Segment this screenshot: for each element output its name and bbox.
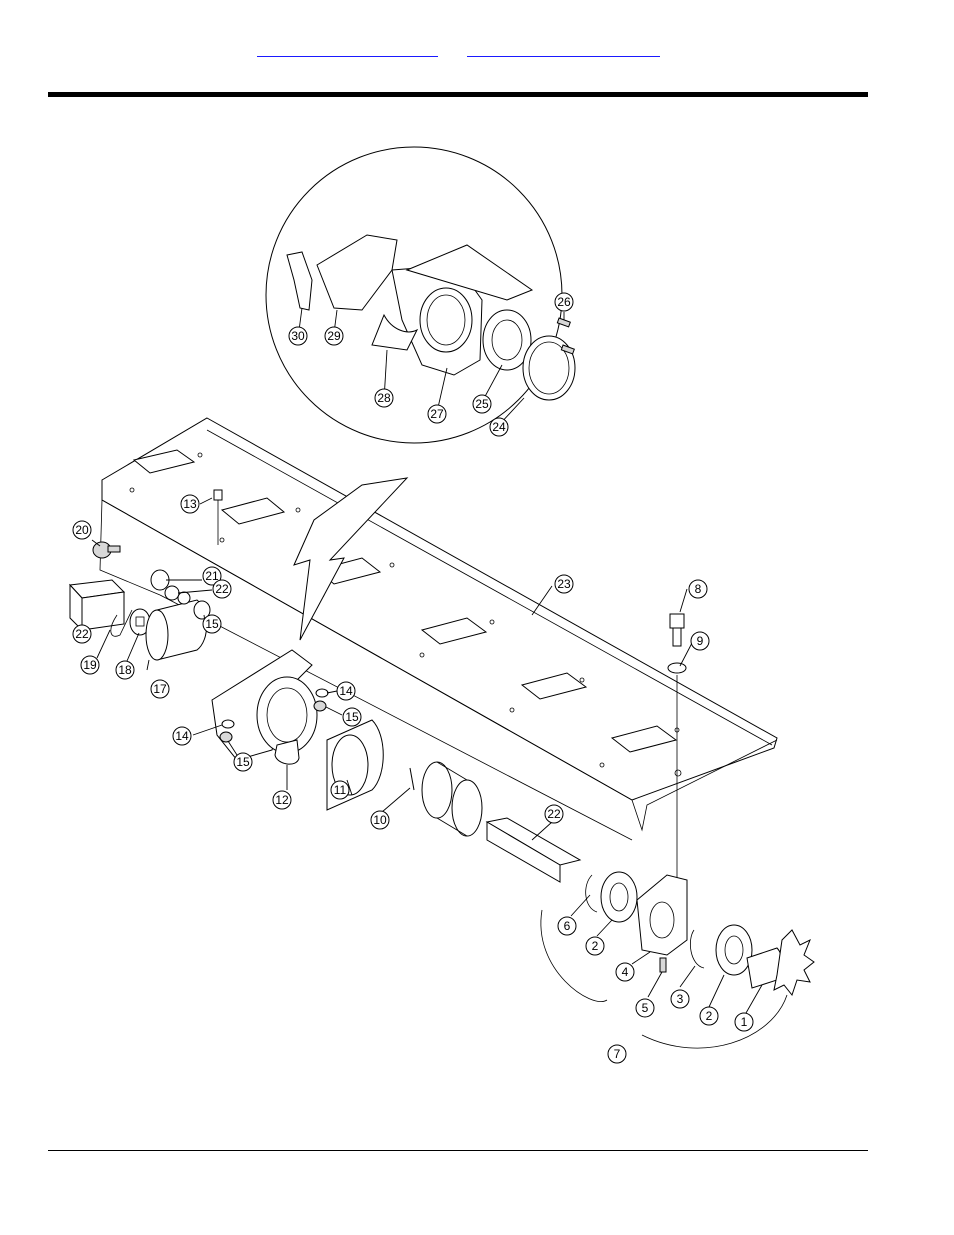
header-link-right[interactable] (467, 40, 660, 57)
svg-text:1: 1 (741, 1015, 748, 1029)
callout-6: 6 (557, 916, 577, 936)
svg-text:15: 15 (205, 617, 219, 631)
svg-text:22: 22 (547, 807, 561, 821)
svg-text:15: 15 (236, 755, 250, 769)
footer-rule (48, 1150, 868, 1151)
svg-text:21: 21 (205, 569, 219, 583)
svg-text:6: 6 (564, 919, 571, 933)
callout-9: 9 (690, 631, 710, 651)
svg-text:24: 24 (492, 420, 506, 434)
callout-16: 17 (150, 679, 170, 699)
callout-2-b: 2 (699, 1006, 719, 1026)
callout-17: 18 (115, 660, 135, 680)
detail-arrow (293, 477, 409, 641)
svg-text:12: 12 (275, 793, 289, 807)
callout-14-a: 14 (336, 681, 356, 701)
callout-27: 27 (427, 404, 447, 424)
callout-10: 10 (370, 810, 390, 830)
svg-text:5: 5 (642, 1001, 649, 1015)
svg-text:22: 22 (75, 627, 89, 641)
gearbox-parts (68, 489, 815, 1049)
callout-15-c: 15 (233, 752, 253, 772)
inset-parts (286, 234, 576, 401)
callout-30: 30 (288, 326, 308, 346)
callout-20: 21 (202, 566, 222, 586)
callout-15-b: 15 (342, 707, 362, 727)
svg-text:18: 18 (118, 663, 132, 677)
svg-text:2: 2 (592, 939, 599, 953)
svg-text:15: 15 (345, 710, 359, 724)
svg-text:20: 20 (75, 523, 89, 537)
header-rule (48, 92, 868, 97)
svg-text:14: 14 (175, 729, 189, 743)
callout-22-b: 22 (544, 804, 564, 824)
callout-4: 4 (615, 962, 635, 982)
callout-7: 7 (607, 1044, 627, 1064)
svg-text:10: 10 (373, 813, 387, 827)
callout-3: 3 (670, 989, 690, 1009)
callout-21: 22 (212, 579, 232, 599)
svg-text:28: 28 (377, 391, 391, 405)
svg-text:27: 27 (430, 407, 444, 421)
svg-text:9: 9 (697, 634, 704, 648)
svg-text:30: 30 (291, 329, 305, 343)
callout-13: 13 (180, 494, 200, 514)
callout-28: 28 (374, 388, 394, 408)
svg-text:19: 19 (83, 658, 97, 672)
svg-text:22: 22 (215, 582, 229, 596)
callout-14-b: 14 (172, 726, 192, 746)
callout-24: 24 (489, 417, 509, 437)
callout-18: 19 (80, 655, 100, 675)
trough-pan (99, 417, 778, 841)
svg-text:7: 7 (614, 1047, 621, 1061)
svg-text:17: 17 (153, 682, 167, 696)
callout-22-a: 22 (72, 624, 92, 644)
svg-text:26: 26 (557, 295, 571, 309)
callout-5: 5 (635, 998, 655, 1018)
callout-23: 23 (554, 574, 574, 594)
callout-26: 26 (554, 292, 574, 312)
callout-2-a: 2 (585, 936, 605, 956)
svg-text:11: 11 (334, 783, 347, 797)
svg-text:3: 3 (677, 992, 684, 1006)
callout-12: 12 (272, 790, 292, 810)
header-link-left[interactable] (257, 40, 438, 57)
callout-25: 25 (472, 394, 492, 414)
svg-text:4: 4 (622, 965, 629, 979)
callout-1: 1 (734, 1012, 754, 1032)
exploded-parts-diagram: 30 29 28 27 25 24 26 13 20 23 8 9 21 22 … (62, 140, 832, 1080)
svg-text:23: 23 (557, 577, 571, 591)
svg-text:14: 14 (339, 684, 353, 698)
svg-text:25: 25 (475, 397, 489, 411)
callout-11: 11 (330, 780, 350, 800)
callout-19: 20 (72, 520, 92, 540)
callout-8: 8 (688, 579, 708, 599)
callout-29: 29 (324, 326, 344, 346)
callout-15-a: 15 (202, 614, 222, 634)
svg-text:2: 2 (706, 1009, 713, 1023)
svg-text:8: 8 (695, 582, 702, 596)
svg-text:13: 13 (183, 497, 197, 511)
parts-drawing: 30 29 28 27 25 24 26 13 20 23 8 9 21 22 … (68, 146, 815, 1064)
svg-text:29: 29 (327, 329, 341, 343)
